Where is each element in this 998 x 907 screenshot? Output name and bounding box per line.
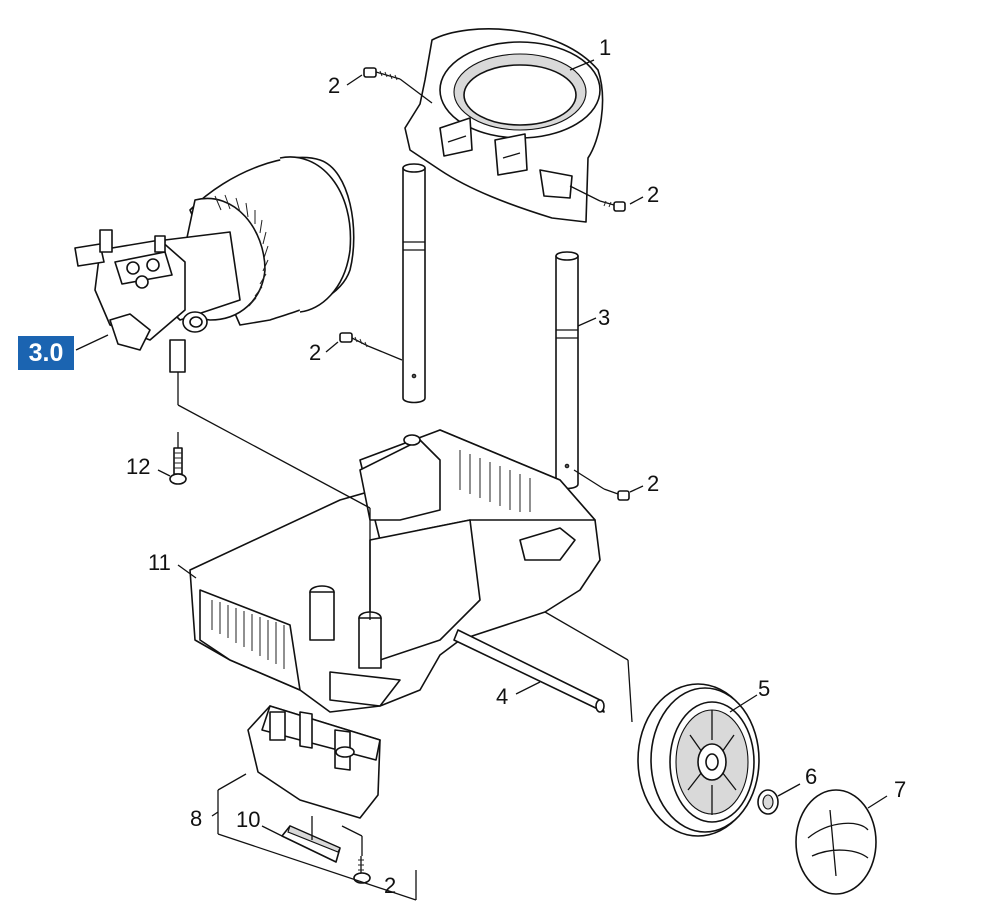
part-3-0-motor-pump bbox=[74, 156, 355, 373]
callout-2-bottom: 2 bbox=[384, 873, 396, 898]
callout-11: 11 bbox=[148, 550, 171, 575]
callout-12: 12 bbox=[126, 454, 150, 479]
callout-2-top-left: 2 bbox=[328, 73, 340, 98]
callout-8: 8 bbox=[190, 806, 202, 831]
part-4-axle bbox=[453, 629, 605, 713]
callout-2-mid-left: 2 bbox=[309, 340, 321, 365]
callout-2-mid-right: 2 bbox=[647, 182, 659, 207]
part-6-clip bbox=[757, 789, 779, 815]
callout-6: 6 bbox=[805, 764, 817, 789]
callout-7: 7 bbox=[894, 777, 906, 802]
screw-mid-right bbox=[599, 200, 626, 212]
part-3-tube-left bbox=[402, 163, 426, 404]
part-7-hub-cap bbox=[795, 789, 877, 895]
callout-2-lower-right: 2 bbox=[647, 471, 659, 496]
leader-lines bbox=[75, 59, 888, 901]
section-badge-label: 3.0 bbox=[28, 339, 64, 367]
screw-mid-left bbox=[339, 332, 369, 348]
part-10-pad bbox=[281, 825, 341, 863]
callout-labels: 1 2 2 2 3 2 12 11 4 5 6 7 8 10 2 bbox=[126, 35, 906, 898]
callout-5: 5 bbox=[758, 676, 770, 701]
part-11-chassis bbox=[189, 429, 601, 713]
part-3-tube-right bbox=[555, 251, 579, 490]
callout-4: 4 bbox=[496, 684, 508, 709]
section-badge: 3.0 bbox=[18, 336, 74, 370]
part-8-foot bbox=[247, 705, 381, 819]
callout-3: 3 bbox=[598, 305, 610, 330]
screw-top-left bbox=[363, 67, 401, 81]
screw-bottom bbox=[353, 856, 371, 884]
callout-10: 10 bbox=[236, 807, 260, 832]
part-12-screw bbox=[169, 432, 187, 485]
part-1-handle bbox=[404, 28, 604, 223]
part-5-wheel bbox=[637, 683, 760, 837]
screw-lower-right bbox=[603, 488, 630, 501]
callout-1: 1 bbox=[599, 35, 611, 60]
